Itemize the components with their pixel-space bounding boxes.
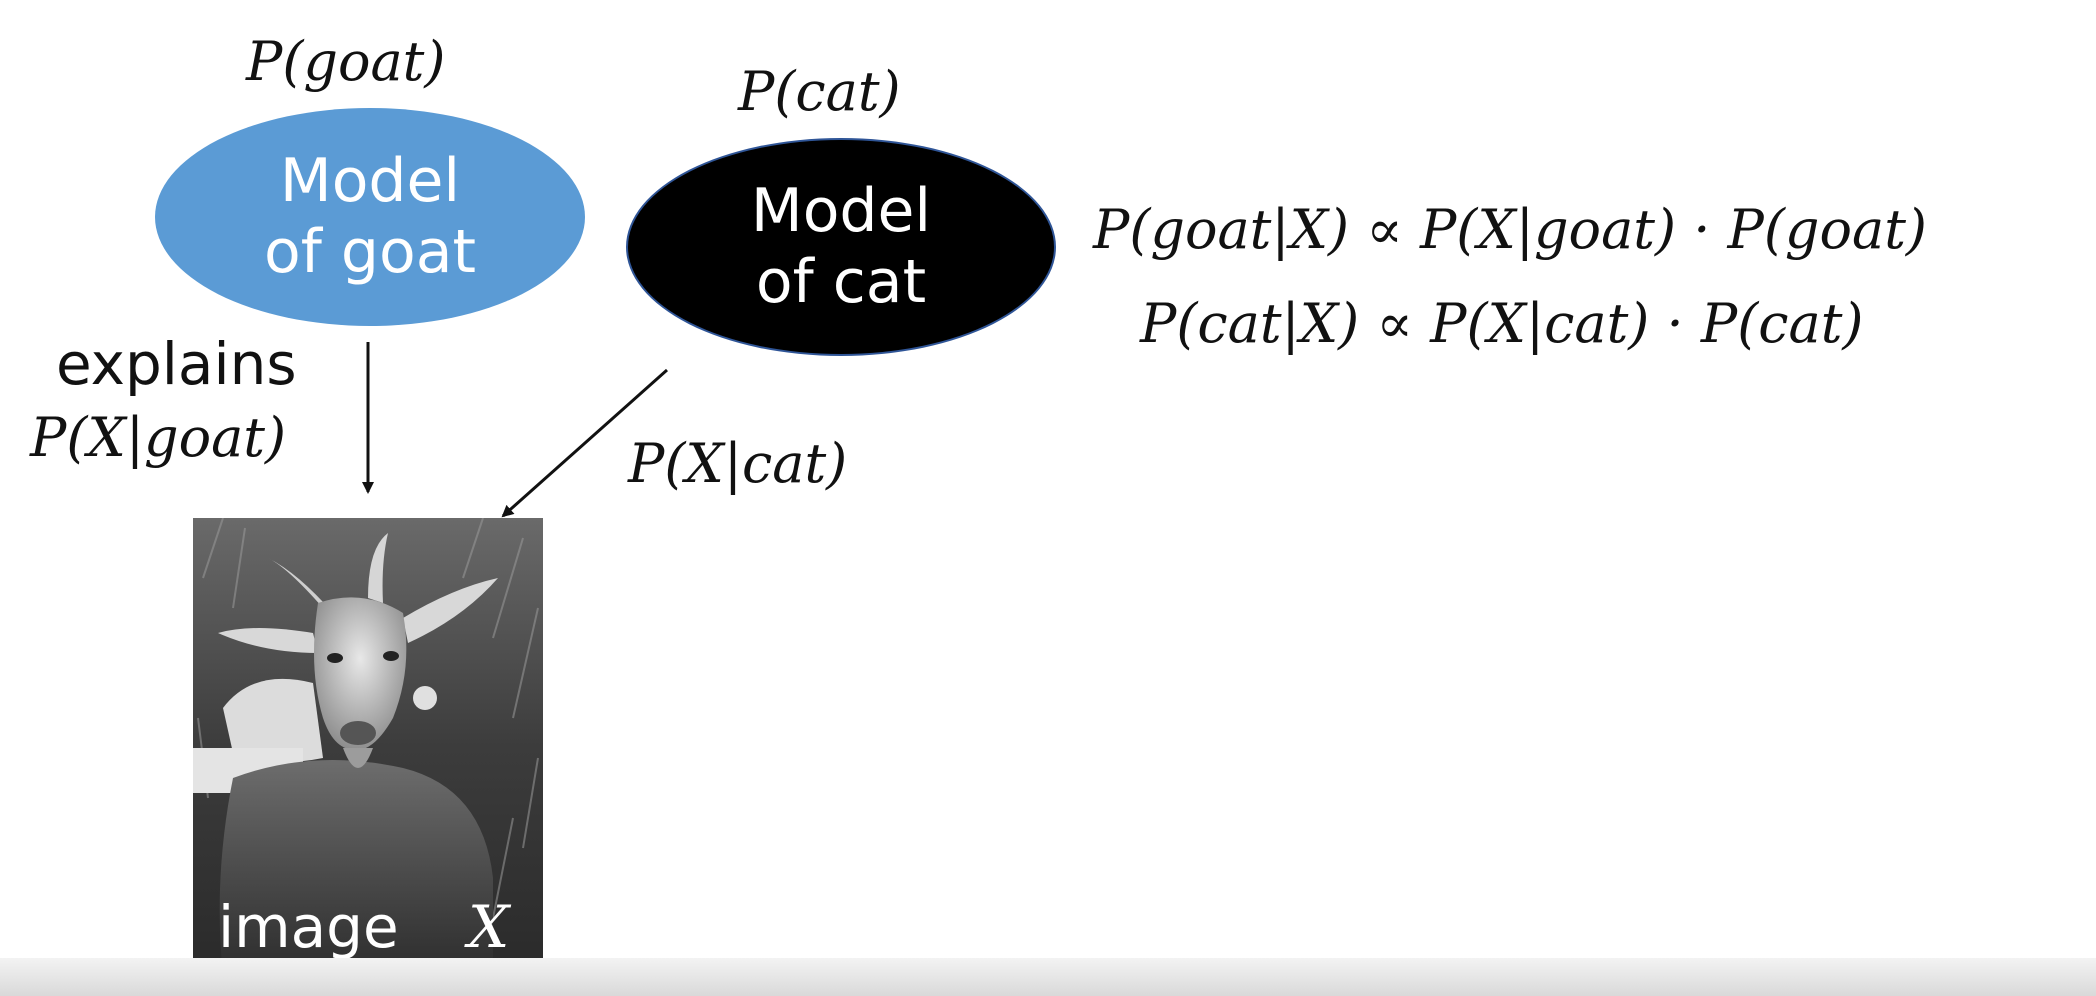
goat-model-label: Model of goat — [264, 146, 476, 287]
cat-posterior-equation: P(cat|X) ∝ P(X|cat) · P(cat) — [1140, 292, 1864, 355]
goat-prior-label: P(goat) — [246, 30, 446, 93]
cat-likelihood-label: P(X|cat) — [628, 432, 848, 495]
goat-likelihood-label: P(X|goat) — [30, 406, 287, 469]
cat-model-node: Model of cat — [626, 138, 1056, 356]
image-caption: image — [218, 893, 399, 961]
explains-label: explains — [56, 330, 297, 398]
goat-photo — [193, 518, 543, 975]
goat-model-node: Model of goat — [155, 108, 585, 326]
bottom-strip — [0, 958, 2096, 996]
cat-prior-label: P(cat) — [738, 60, 901, 123]
image-variable: X — [468, 893, 510, 961]
cat-to-image-arrow — [501, 368, 668, 518]
goat-posterior-equation: P(goat|X) ∝ P(X|goat) · P(goat) — [1093, 198, 1927, 261]
goat-illustration — [193, 518, 543, 975]
cat-model-label: Model of cat — [750, 176, 932, 317]
